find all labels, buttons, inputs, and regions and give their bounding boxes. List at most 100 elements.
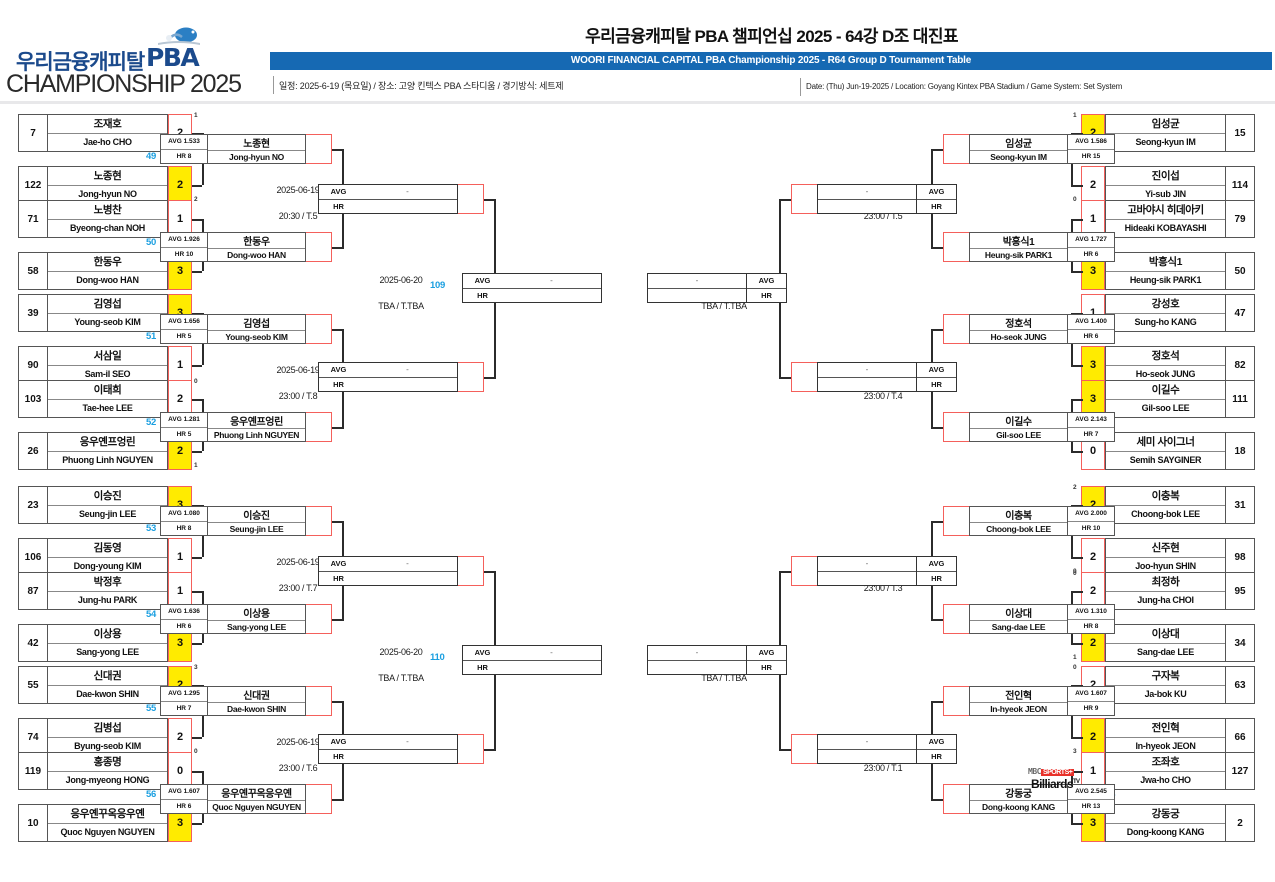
- r32-winner-49[interactable]: AVG 1.533 HR 8 노종현 Jong-hyun NO: [160, 134, 332, 164]
- r16-slot-94[interactable]: - AVG HR: [791, 362, 957, 392]
- score-endcap: [943, 134, 969, 164]
- r16-slot-93[interactable]: - AVG HR: [791, 184, 957, 214]
- seed-number: 63: [1225, 666, 1255, 704]
- r16-slot-91[interactable]: AVG HR -: [318, 556, 484, 586]
- r32-winner-54[interactable]: AVG 1.636 HR 6 이상용 Sang-yong LEE: [160, 604, 332, 634]
- billiards-text: BilliardsTV: [1031, 777, 1080, 791]
- avg-label: AVG: [319, 185, 358, 200]
- r32-winner-52[interactable]: AVG 1.281 HR 5 응우옌프엉린 Phuong Linh NGUYEN: [160, 412, 332, 442]
- stat-labels: AVG HR: [917, 362, 957, 392]
- r16-slot-96[interactable]: - AVG HR: [791, 734, 957, 764]
- set-score: 0: [1073, 664, 1077, 671]
- r16-slot-89[interactable]: AVG HR -: [318, 184, 484, 214]
- player-names: 정호석 Ho-seok JUNG: [1105, 346, 1225, 384]
- r32-winner-63[interactable]: 전인혁 In-hyeok JEON AVG 1.607 HR 9: [943, 686, 1115, 716]
- logo-pba-text: PBA: [146, 43, 200, 72]
- result-dash: -: [648, 646, 746, 661]
- player-names: 박흥식1 Heung-sik PARK1: [1105, 252, 1225, 290]
- match-number: 109: [430, 280, 445, 291]
- match-schedule: 2025-06-20 TBA / T.TBA: [346, 646, 456, 685]
- player-name-korean: 이태희: [48, 381, 167, 400]
- r16-slot-95[interactable]: - AVG HR: [791, 556, 957, 586]
- r16-slot-90[interactable]: AVG HR -: [318, 362, 484, 392]
- connector-line-horizontal: [931, 247, 943, 249]
- score-endcap: [306, 232, 332, 262]
- connector-line-horizontal: [192, 591, 202, 593]
- player-name-korean: 김영섭: [208, 315, 305, 331]
- r32-winner-58[interactable]: 박흥식1 Heung-sik PARK1 AVG 1.727 HR 6: [943, 232, 1115, 262]
- player-stats: AVG 1.281 HR 5: [160, 412, 208, 442]
- seed-number: 18: [1225, 432, 1255, 470]
- match-schedule: 2025-06-20 TBA / T.TBA: [346, 274, 456, 313]
- match-number: 52: [146, 417, 156, 428]
- r32-winner-57[interactable]: 임성균 Seong-kyun IM AVG 1.586 HR 15: [943, 134, 1115, 164]
- player-name-korean: 정호석: [1106, 347, 1225, 366]
- score-endcap: [791, 184, 817, 214]
- score-endcap: [791, 734, 817, 764]
- r32-winner-59[interactable]: 정호석 Ho-seok JUNG AVG 1.400 HR 6: [943, 314, 1115, 344]
- connector-line-horizontal: [192, 643, 202, 645]
- player-stats: AVG 1.636 HR 6: [160, 604, 208, 634]
- player-name-english: Dong-woo HAN: [227, 250, 286, 260]
- player-names: 전인혁 In-hyeok JEON: [1105, 718, 1225, 756]
- connector-line-horizontal: [1071, 737, 1083, 739]
- seed-number: 82: [1225, 346, 1255, 384]
- player-names: 김영섭 Young-seob KIM: [48, 294, 168, 332]
- avg-value: AVG 2.545: [1068, 785, 1114, 800]
- r32-winner-61[interactable]: 이충복 Choong-bok LEE AVG 2.000 HR 10: [943, 506, 1115, 536]
- r32-winner-51[interactable]: AVG 1.656 HR 5 김영섭 Young-seob KIM: [160, 314, 332, 344]
- score-endcap: [306, 604, 332, 634]
- r32-winner-53[interactable]: AVG 1.080 HR 8 이승진 Seung-jin LEE: [160, 506, 332, 536]
- r32-winner-55[interactable]: AVG 1.295 HR 7 신대권 Dae-kwon SHIN: [160, 686, 332, 716]
- r32-winner-64[interactable]: 강동궁 Dong-koong KANG AVG 2.545 HR 13: [943, 784, 1115, 814]
- connector-line-horizontal: [931, 701, 943, 703]
- match-time: 23:00 / T.8: [278, 391, 318, 401]
- score-endcap: [943, 506, 969, 536]
- player-name-english: Semih SAYGINER: [1129, 455, 1202, 466]
- r16-slot-92[interactable]: AVG HR -: [318, 734, 484, 764]
- qf-slot-111[interactable]: - AVG HR: [647, 273, 787, 303]
- page-title: 우리금융캐피탈 PBA 챔피언십 2025 - 64강 D조 대진표: [585, 27, 958, 46]
- player-name-korean: 박흥식1: [970, 233, 1067, 249]
- set-score: 0: [194, 748, 198, 755]
- qf-slot-109[interactable]: AVG HR -: [462, 273, 602, 303]
- r32-winner-60[interactable]: 이길수 Gil-soo LEE AVG 2.143 HR 7: [943, 412, 1115, 442]
- player-names: 신대권 Dae-kwon SHIN: [208, 686, 306, 716]
- meta-divider-right: [800, 78, 801, 96]
- seed-number: 111: [1225, 380, 1255, 418]
- avg-value: AVG 1.926: [161, 233, 207, 248]
- r32-winner-62[interactable]: 이상대 Sang-dae LEE AVG 1.310 HR 8: [943, 604, 1115, 634]
- hr-label: HR: [333, 573, 344, 583]
- r32-winner-56[interactable]: AVG 1.607 HR 6 응우옌꾸옥응우옌 Quoc Nguyen NGUY…: [160, 784, 332, 814]
- qf-slot-112[interactable]: - AVG HR: [647, 645, 787, 675]
- qf-slot-110[interactable]: AVG HR -: [462, 645, 602, 675]
- player-name-korean: 신대권: [48, 667, 167, 686]
- player-name-korean: 강동궁: [1106, 805, 1225, 824]
- connector-line-horizontal: [192, 771, 202, 773]
- result-dash: -: [818, 185, 916, 200]
- set-score: 1: [1073, 654, 1077, 661]
- r32-winner-50[interactable]: AVG 1.926 HR 10 한동우 Dong-woo HAN: [160, 232, 332, 262]
